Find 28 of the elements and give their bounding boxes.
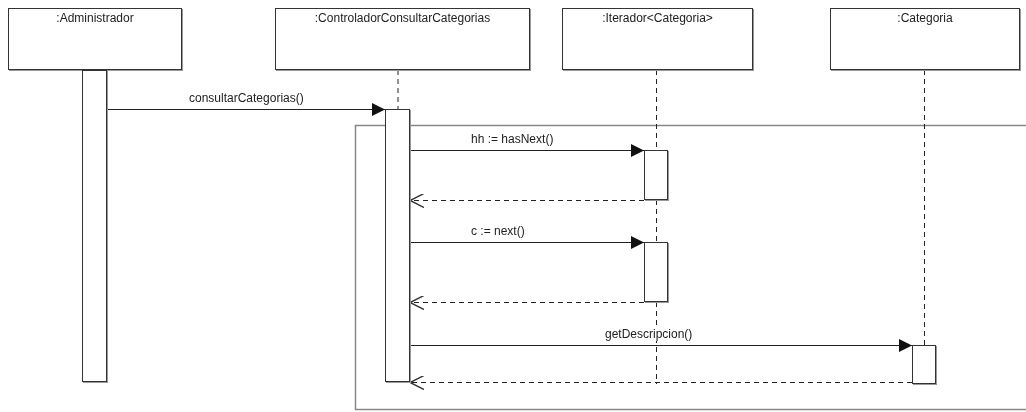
message-label: getDescripcion() [604, 327, 694, 341]
lifeline-head [275, 8, 530, 70]
object-name: :Administrador [56, 11, 134, 25]
lifeline-head [830, 8, 1020, 70]
return-arrow [409, 374, 913, 391]
lifeline-head [8, 8, 182, 70]
activation-bar [644, 242, 668, 302]
activation-bar [644, 150, 668, 200]
activation-bar [82, 70, 107, 382]
message-arrow [409, 144, 645, 157]
lifeline [656, 301, 657, 385]
message-label: c := next() [470, 224, 526, 238]
activation-bar [912, 345, 936, 384]
message-label: hh := hasNext() [470, 132, 555, 146]
lifeline [397, 69, 399, 110]
object-name: :ControladorConsultarCategorias [314, 11, 491, 25]
lifeline-head [562, 8, 753, 70]
message-label: consultarCategorias() [188, 91, 305, 105]
object-name: :Iterador<Categoria> [602, 11, 713, 25]
message-arrow [409, 236, 645, 249]
return-arrow [409, 294, 645, 311]
lifeline [924, 69, 925, 346]
object-name: :Categoria [897, 11, 953, 25]
return-arrow [409, 192, 645, 209]
activation-bar [385, 109, 410, 382]
message-arrow [106, 103, 386, 116]
lifeline [656, 199, 657, 243]
message-arrow [409, 339, 913, 352]
